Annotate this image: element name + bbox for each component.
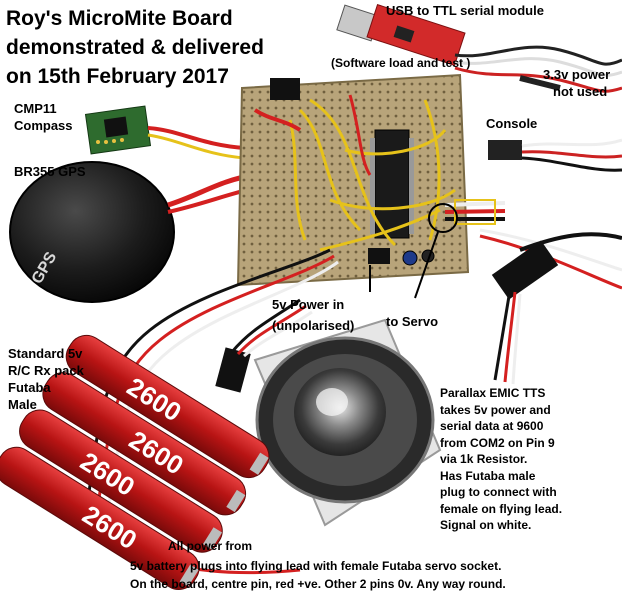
compass-label: CMP11 Compass xyxy=(14,100,73,134)
label-line: Compass xyxy=(14,118,73,133)
label-line: Standard 5v xyxy=(8,346,83,361)
title-line: Roy's MicroMite Board xyxy=(6,7,233,30)
compass-module xyxy=(84,105,246,160)
label-line: serial data at 9600 xyxy=(440,419,544,433)
label-line: takes 5v power and xyxy=(440,402,551,417)
battery-connector xyxy=(215,298,313,393)
futaba-connector xyxy=(491,232,622,385)
servo-pointer-line xyxy=(414,231,439,299)
servo-label: to Servo xyxy=(386,314,439,329)
footer-line-3: On the board, centre pin, red +ve. Other… xyxy=(130,577,506,591)
label-line: Male xyxy=(8,397,37,412)
label-line: Has Futaba male xyxy=(440,468,536,483)
label-line: Futaba xyxy=(8,380,51,395)
battery-pack-label: Standard 5v R/C Rx pack Futaba Male xyxy=(8,345,84,413)
gps-label: BR355 GPS xyxy=(14,164,86,179)
label-line: (unpolarised) xyxy=(272,318,355,333)
label-line: 5v Power in xyxy=(272,297,345,312)
label-line: not used xyxy=(553,84,608,99)
title-line: demonstrated & delivered xyxy=(6,36,264,59)
usb-module-label: USB to TTL serial module xyxy=(386,3,544,18)
power-in-label: 5v Power in (unpolarised) xyxy=(272,296,354,334)
usb-ttl-module xyxy=(336,3,622,93)
title-line: on 15th February 2017 xyxy=(6,65,229,88)
console-label: Console xyxy=(486,116,538,131)
page-title: Roy's MicroMite Board demonstrated & del… xyxy=(6,4,264,91)
label-line: 3.3v power xyxy=(543,67,611,82)
label-line: R/C Rx pack xyxy=(8,363,84,378)
power-33v-label: 3.3v power not used xyxy=(543,66,610,100)
emic-speaker xyxy=(253,318,442,527)
console-leads xyxy=(488,138,622,172)
battery-pack: 2600 2600 2600 2600 xyxy=(0,334,270,591)
label-line: plug to connect with xyxy=(440,485,557,499)
software-load-label: (Software load and test ) xyxy=(331,56,471,70)
perfboard xyxy=(236,73,506,287)
unused-33v-lead xyxy=(519,75,561,91)
footer-line-2: 5v battery plugs into flying lead with f… xyxy=(130,559,502,573)
footer-line-1: All power from xyxy=(168,539,253,553)
label-line: female on flying lead. xyxy=(440,501,563,516)
label-line: via 1k Resistor. xyxy=(440,452,528,466)
label-line: Signal on white. xyxy=(440,518,532,532)
label-line: from COM2 on Pin 9 xyxy=(440,435,555,450)
label-line: CMP11 xyxy=(14,101,57,116)
label-line: Parallax EMIC TTS xyxy=(440,386,546,400)
emic-description: Parallax EMIC TTS takes 5v power and ser… xyxy=(440,385,562,534)
